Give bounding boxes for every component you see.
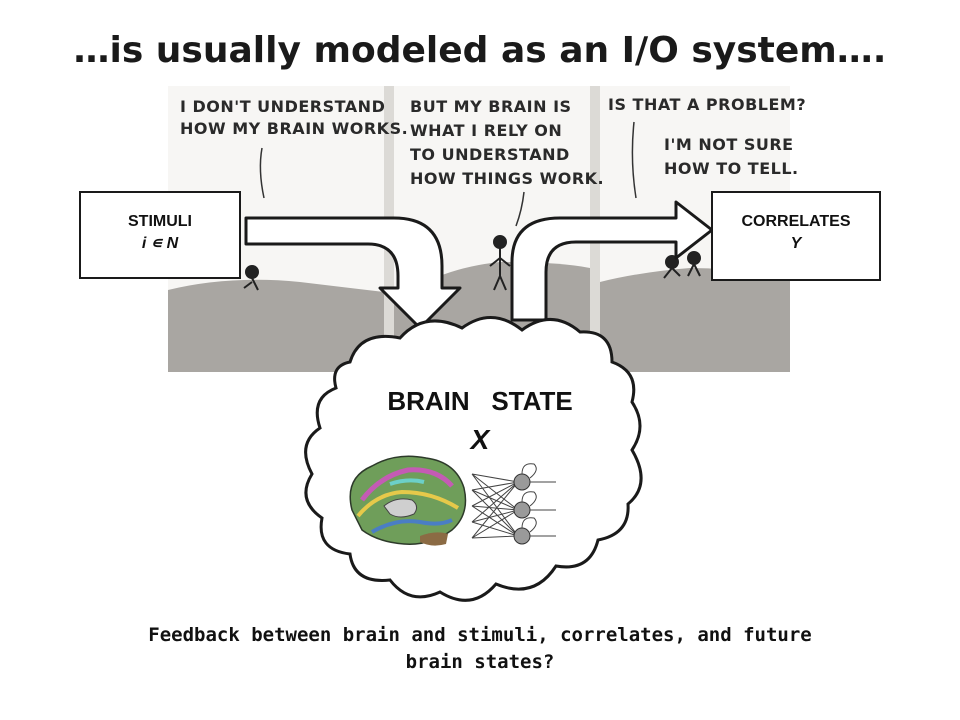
comic-text-panel-3a: IS THAT A PROBLEM? <box>608 95 806 114</box>
comic-line: I DON'T UNDERSTAND <box>180 97 385 116</box>
hill-panel-1 <box>168 279 384 372</box>
stick-figure-2 <box>489 235 511 291</box>
comic-line: I'M NOT SURE <box>664 135 794 154</box>
stick-figure-1 <box>243 265 259 291</box>
footer-line: Feedback between brain and stimuli, corr… <box>148 624 812 646</box>
brain-state-sub: X <box>470 424 490 455</box>
neural-network-image <box>471 463 556 545</box>
speech-line-1 <box>259 147 265 199</box>
correlates-arrow <box>510 200 714 322</box>
stimuli-label: STIMULI <box>128 213 192 230</box>
stimuli-box <box>79 191 241 279</box>
stimuli-arrow <box>244 216 462 330</box>
comic-text-panel-1: I DON'T UNDERSTAND HOW MY BRAIN WORKS. <box>180 97 408 138</box>
brain-image <box>349 455 467 546</box>
brain-state-label: BRAIN STATE <box>387 386 573 416</box>
page-title: …is usually modeled as an I/O system…. <box>73 30 887 71</box>
correlates-label-group: CORRELATES Y <box>712 211 880 255</box>
correlates-label: CORRELATES <box>741 213 851 230</box>
comic-text-panel-2: BUT MY BRAIN IS WHAT I RELY ON TO UNDERS… <box>410 97 604 188</box>
speech-line-2 <box>515 191 525 227</box>
comic-line: IS THAT A PROBLEM? <box>608 95 806 114</box>
brain-state-cloud <box>304 316 643 602</box>
correlates-sub: Y <box>790 235 802 252</box>
stick-figure-3 <box>663 251 701 279</box>
stimuli-label-group: STIMULI i ∊ N <box>80 211 240 255</box>
correlates-box <box>711 191 881 281</box>
comic-line: WHAT I RELY ON <box>410 121 562 140</box>
footer-question: Feedback between brain and stimuli, corr… <box>60 622 900 676</box>
speech-line-3 <box>631 121 637 199</box>
hill-panel-3 <box>600 268 790 372</box>
comic-text-panel-3b: I'M NOT SURE HOW TO TELL. <box>664 135 800 178</box>
comic-line: HOW MY BRAIN WORKS. <box>180 119 408 138</box>
comic-line: HOW THINGS WORK. <box>410 169 604 188</box>
comic-line: BUT MY BRAIN IS <box>410 97 572 116</box>
comic-line: TO UNDERSTAND <box>410 145 570 164</box>
comic-line: HOW TO TELL. <box>664 159 799 178</box>
footer-line: brain states? <box>405 651 555 673</box>
stimuli-sub: i ∊ N <box>141 235 179 252</box>
